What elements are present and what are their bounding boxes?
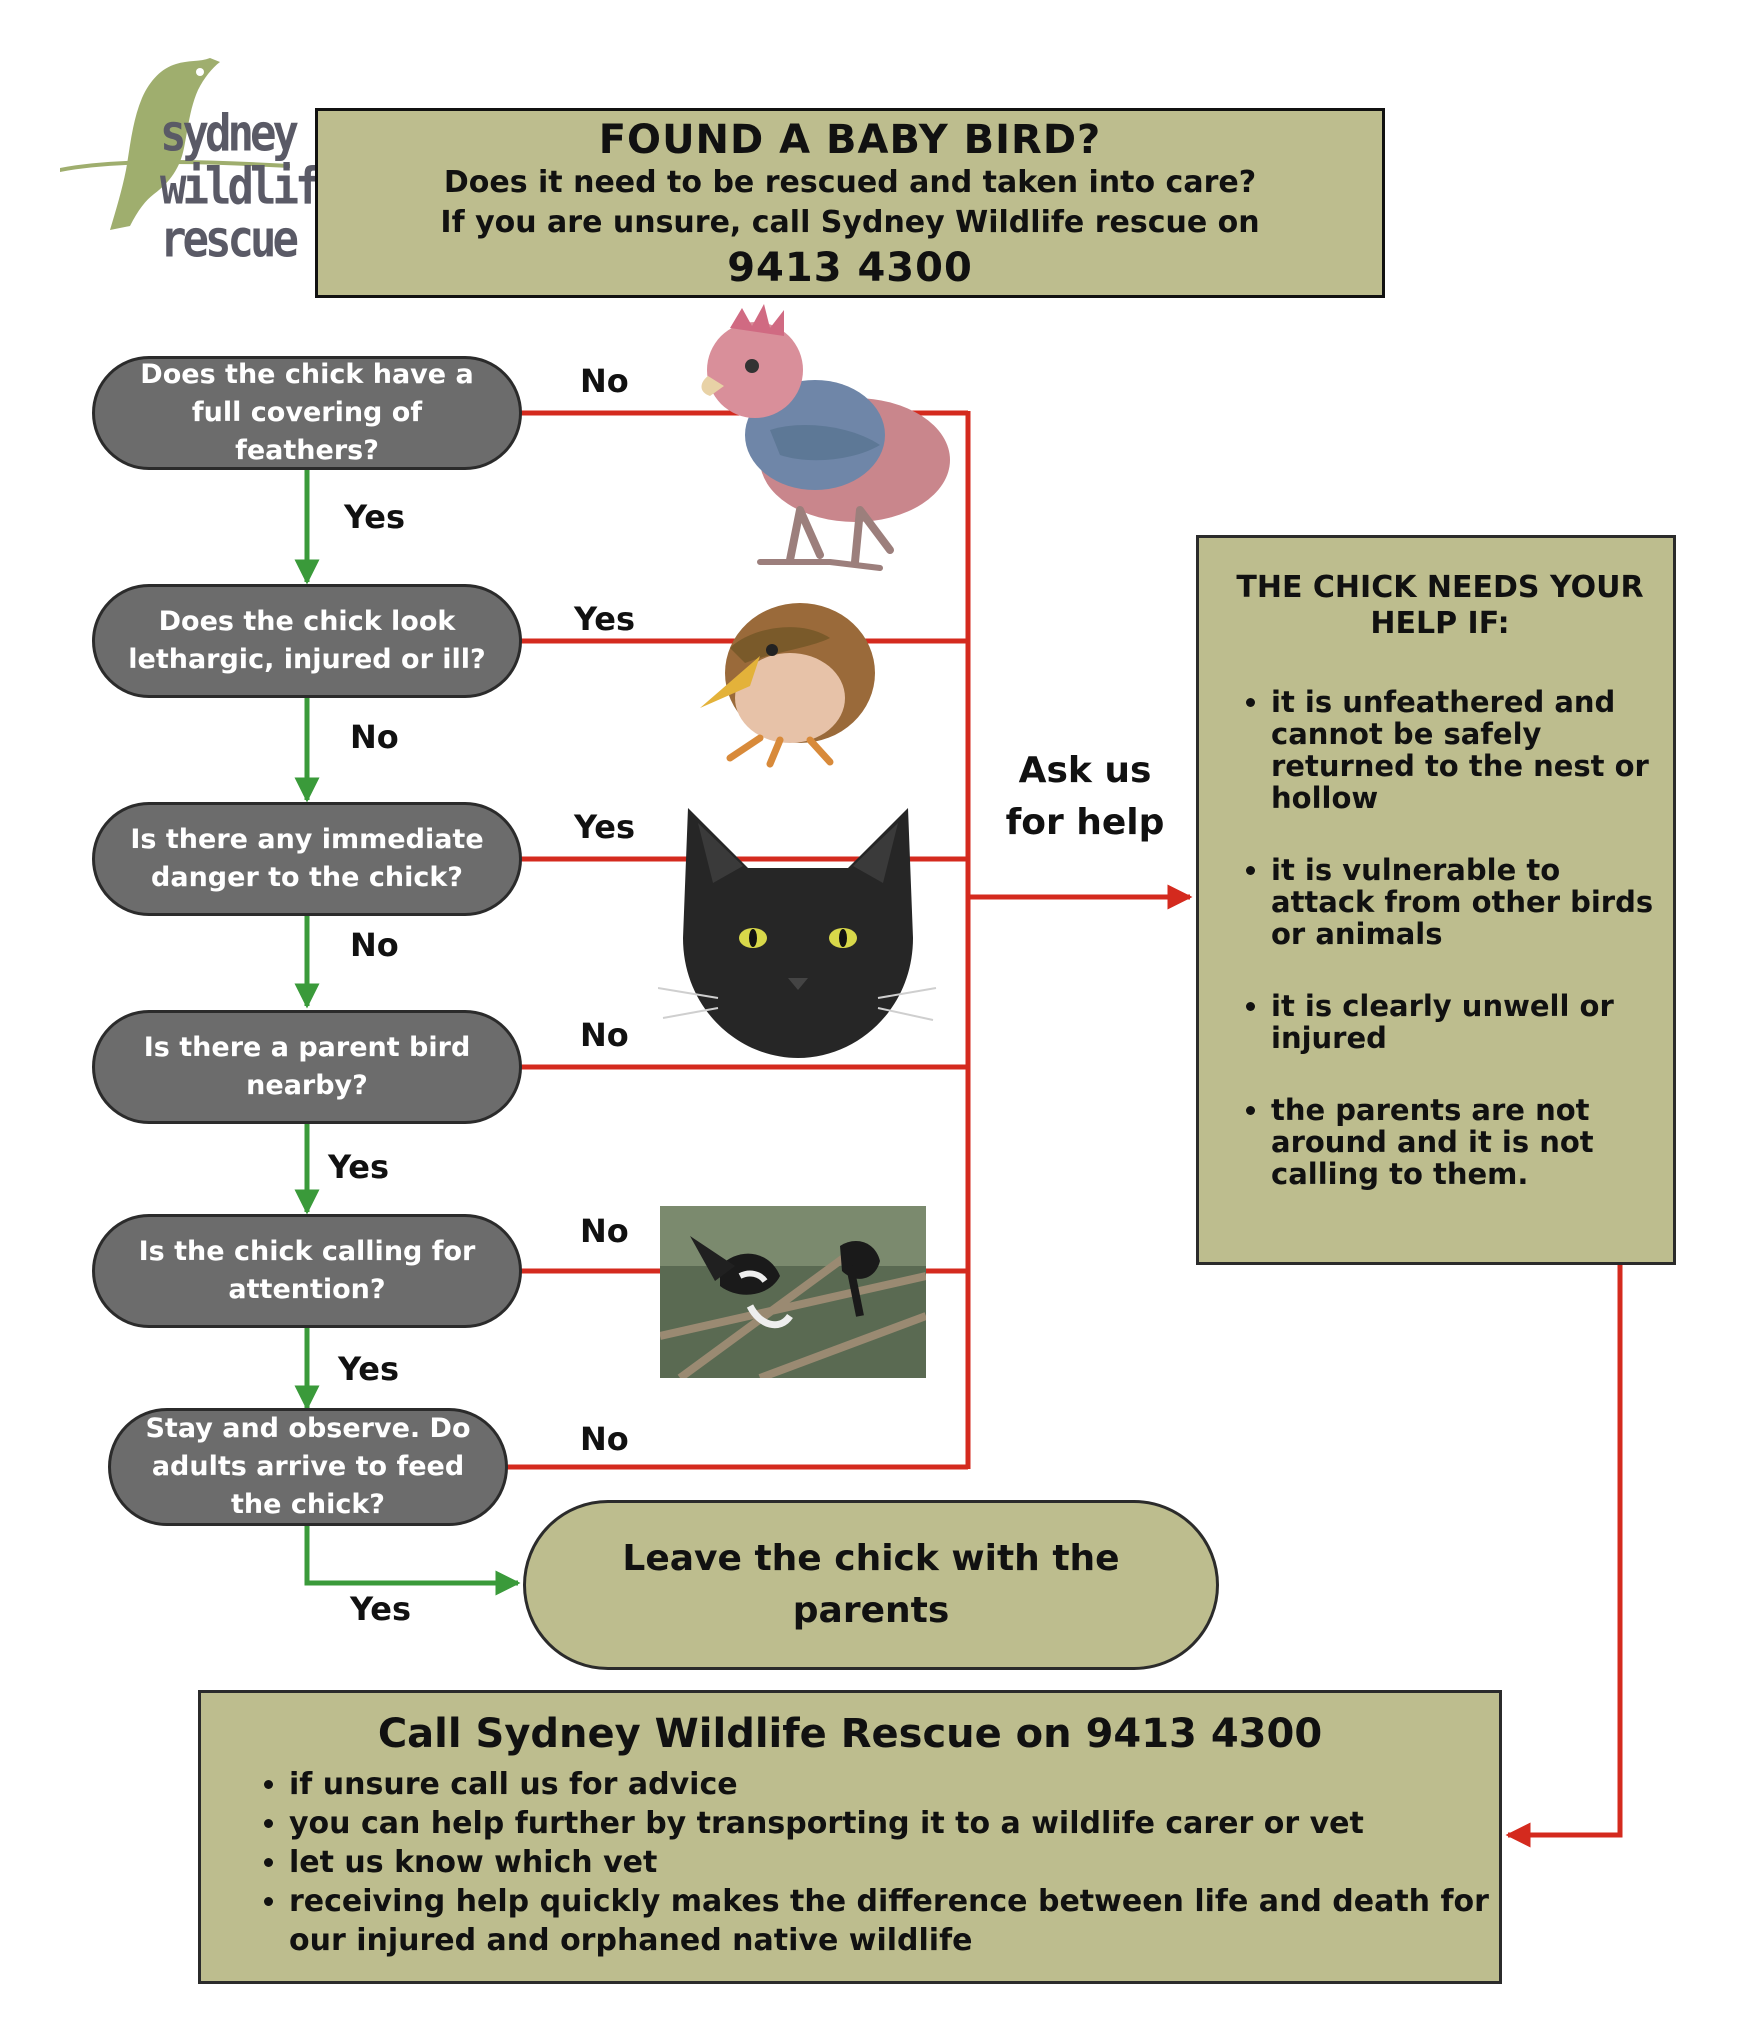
help-criteria-item: it is clearly unwell or injured <box>1271 990 1665 1054</box>
down-label-2: No <box>350 718 399 756</box>
fledgling-chick-photo <box>700 603 875 768</box>
header-subtitle-line-2: If you are unsure, call Sydney Wildlife … <box>440 205 1260 240</box>
arrow-to-call-box <box>1505 1265 1623 1848</box>
ask-us-label: Ask us for help <box>990 745 1180 849</box>
call-box-list: if unsure call us for advice you can hel… <box>201 1765 1499 1960</box>
leave-with-parents-box: Leave the chick with the parents <box>523 1500 1219 1670</box>
side-label-4: No <box>580 1016 629 1054</box>
down-label-6: Yes <box>350 1590 411 1628</box>
header-title: FOUND A BABY BIRD? <box>598 117 1102 163</box>
call-box-item: if unsure call us for advice <box>289 1765 1499 1804</box>
question-node-3: Is there any immediate danger to the chi… <box>92 802 522 916</box>
logo-text-line-1: sydney <box>160 104 299 164</box>
question-node-2: Does the chick look lethargic, injured o… <box>92 584 522 698</box>
logo-text-line-2: wildlife <box>160 157 344 217</box>
question-node-6: Stay and observe. Do adults arrive to fe… <box>108 1408 508 1526</box>
call-box-item: let us know which vet <box>289 1843 1499 1882</box>
ask-us-line-2: for help <box>1005 802 1165 843</box>
call-rescue-box: Call Sydney Wildlife Rescue on 9413 4300… <box>198 1690 1502 1984</box>
side-label-6: No <box>580 1420 629 1458</box>
help-criteria-item: it is unfeathered and cannot be safely r… <box>1271 686 1665 814</box>
down-label-1: Yes <box>344 498 405 536</box>
logo-wordmark: sydney wildlife rescue <box>160 104 344 269</box>
help-criteria-item: it is vulnerable to attack from other bi… <box>1271 854 1665 950</box>
help-criteria-list: it is unfeathered and cannot be safely r… <box>1215 686 1665 1190</box>
question-node-1: Does the chick have a full covering of f… <box>92 356 522 470</box>
help-box-title: THE CHICK NEEDS YOUR HELP IF: <box>1215 570 1665 642</box>
question-node-5: Is the chick calling for attention? <box>92 1214 522 1328</box>
header-subtitle-line-1: Does it need to be rescued and taken int… <box>443 165 1257 200</box>
down-label-4: Yes <box>328 1148 389 1186</box>
side-label-5: No <box>580 1212 629 1250</box>
side-label-3: Yes <box>574 808 635 846</box>
header-phone: 9413 4300 <box>727 245 973 291</box>
help-criteria-item: the parents are not around and it is not… <box>1271 1094 1665 1190</box>
help-box-title-line-2: HELP IF: <box>1370 606 1510 641</box>
magpies-photo <box>660 1206 926 1378</box>
help-box-title-line-1: THE CHICK NEEDS YOUR <box>1236 570 1644 605</box>
down-label-3: No <box>350 926 399 964</box>
help-criteria-box: THE CHICK NEEDS YOUR HELP IF: it is unfe… <box>1196 535 1676 1265</box>
call-box-title: Call Sydney Wildlife Rescue on 9413 4300 <box>377 1711 1323 1757</box>
yes-arrow-to-leave <box>304 1524 521 1596</box>
logo-text-line-3: rescue <box>160 210 299 269</box>
question-node-4: Is there a parent bird nearby? <box>92 1010 522 1124</box>
bird-logo-icon <box>60 58 290 230</box>
call-box-item: receiving help quickly makes the differe… <box>289 1882 1499 1960</box>
unfeathered-chick-photo <box>701 304 950 571</box>
header-box: FOUND A BABY BIRD? Does it need to be re… <box>315 108 1385 298</box>
call-box-item: you can help further by transporting it … <box>289 1804 1499 1843</box>
ask-us-line-1: Ask us <box>1018 750 1152 791</box>
black-cat-photo <box>658 808 937 1058</box>
side-label-1: No <box>580 362 629 400</box>
side-label-2: Yes <box>574 600 635 638</box>
down-label-5: Yes <box>338 1350 399 1388</box>
